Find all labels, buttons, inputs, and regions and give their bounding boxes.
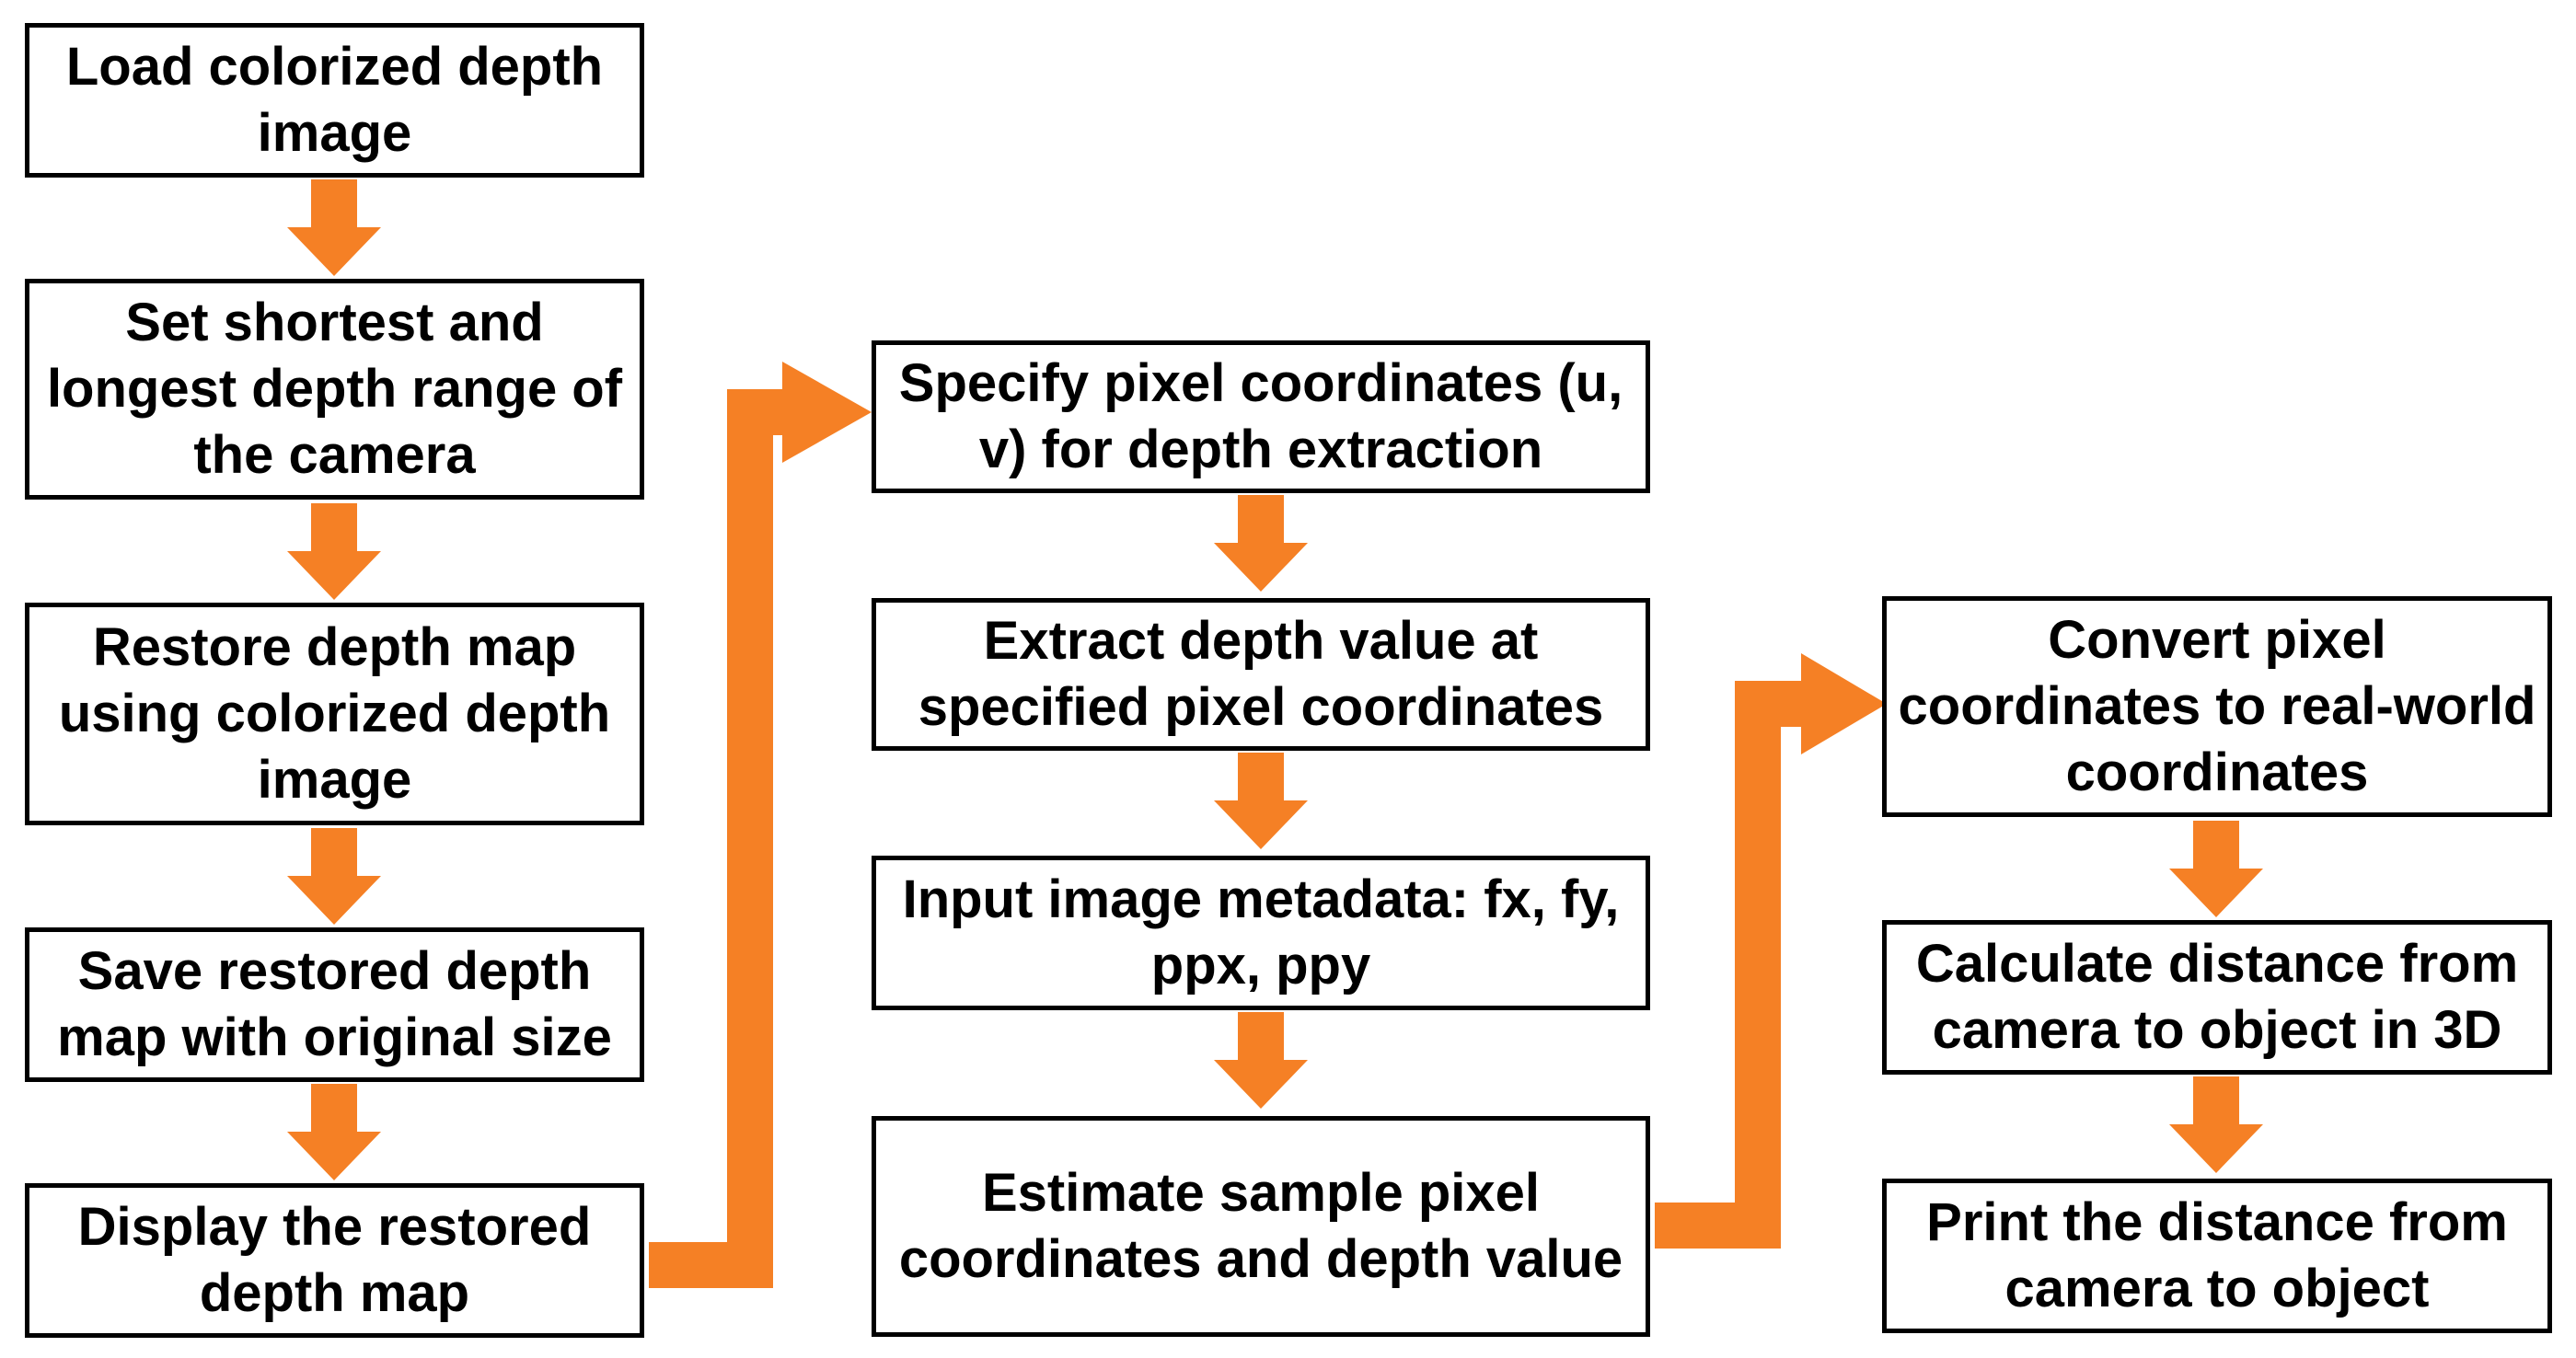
step-label: Input image metadata: fx, fy, ppx, ppy: [902, 869, 1620, 995]
step-display-restored-depth-map: Display the restored depth map: [25, 1183, 644, 1338]
down-arrow-2: [287, 503, 381, 600]
step-set-depth-range: Set shortest and longest depth range of …: [25, 279, 644, 500]
step-save-restored-depth-map: Save restored depth map with original si…: [25, 927, 644, 1082]
step-label: Specify pixel coordinates (u, v) for dep…: [898, 353, 1623, 479]
step-label: Load colorized depth image: [65, 37, 604, 163]
down-arrow-5: [1214, 495, 1308, 592]
step-label: Save restored depth map with original si…: [57, 941, 612, 1067]
step-estimate-sample-pixel-coordinates: Estimate sample pixel coordinates and de…: [872, 1116, 1650, 1337]
down-arrow-3: [287, 828, 381, 925]
step-label: Estimate sample pixel coordinates and de…: [898, 1163, 1623, 1289]
step-label: Print the distance from camera to object: [1926, 1192, 2508, 1318]
down-arrow-1: [287, 179, 381, 276]
step-label: Display the restored depth map: [77, 1197, 592, 1323]
step-load-colorized-depth-image: Load colorized depth image: [25, 23, 644, 178]
step-label: Convert pixel coordinates to real-world …: [1898, 610, 2536, 802]
step-input-image-metadata: Input image metadata: fx, fy, ppx, ppy: [872, 856, 1650, 1010]
down-arrow-6: [1214, 753, 1308, 849]
step-label: Calculate distance from camera to object…: [1915, 934, 2519, 1060]
step-extract-depth-value: Extract depth value at specified pixel c…: [872, 598, 1650, 751]
down-arrow-7: [1214, 1012, 1308, 1109]
connector-arrow-col2-col3: [1655, 653, 1887, 1249]
step-label: Extract depth value at specified pixel c…: [918, 611, 1604, 737]
connector-arrow-col1-col2: [649, 362, 872, 1288]
step-print-distance: Print the distance from camera to object: [1882, 1179, 2552, 1333]
down-arrow-8: [2169, 821, 2263, 917]
down-arrow-4: [287, 1084, 381, 1180]
step-label: Set shortest and longest depth range of …: [46, 293, 623, 485]
step-label: Restore depth map using colorized depth …: [58, 617, 611, 810]
step-specify-pixel-coordinates: Specify pixel coordinates (u, v) for dep…: [872, 340, 1650, 493]
step-calculate-3d-distance: Calculate distance from camera to object…: [1882, 920, 2552, 1075]
step-convert-to-real-world-coordinates: Convert pixel coordinates to real-world …: [1882, 596, 2552, 817]
step-restore-depth-map: Restore depth map using colorized depth …: [25, 603, 644, 825]
down-arrow-9: [2169, 1076, 2263, 1173]
